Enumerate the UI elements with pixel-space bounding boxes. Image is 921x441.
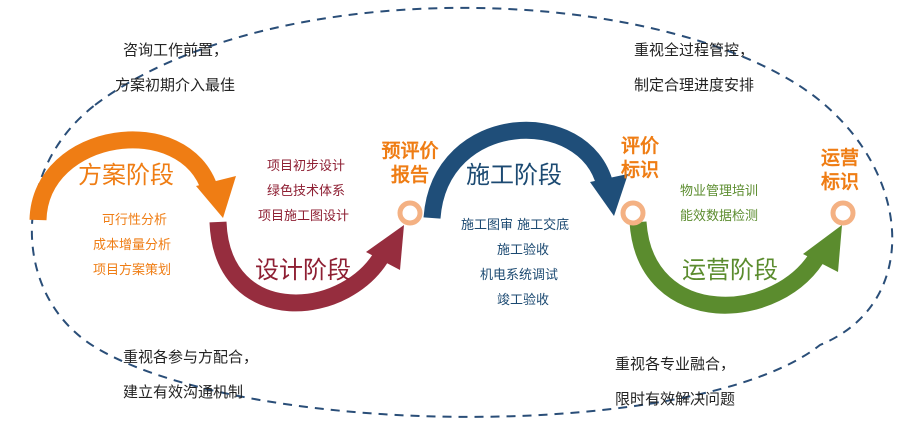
milestone-label-1: 预评价 报告	[370, 140, 450, 188]
phase-arrowhead-4	[803, 225, 842, 272]
phase-label-4: 运营阶段	[682, 256, 778, 284]
phase-4-item-1: 物业管理培训	[680, 184, 759, 199]
note-top-left-line-1: 咨询工作前置，	[123, 41, 229, 59]
phase-4-item-2: 能效数据检测	[680, 209, 759, 224]
milestone-3-line-2: 标识	[820, 170, 859, 193]
milestone-ring-2	[620, 200, 646, 226]
milestone-1-line-2: 报告	[390, 163, 429, 186]
milestone-ring-3	[830, 200, 856, 226]
note-top-left-line-2: 方案初期介入最佳	[115, 76, 236, 94]
phase-3-item-3: 机电系统调试	[480, 268, 559, 283]
note-bottom-right-line-1: 重视各专业融合，	[615, 355, 736, 373]
phase-3-item-2: 施工验收	[497, 243, 550, 258]
milestone-label-3: 运营 标识	[805, 147, 875, 195]
phase-arrow-3	[423, 121, 614, 219]
phase-3-item-4: 竣工验收	[497, 293, 550, 308]
note-bottom-left-line-1: 重视各参与方配合，	[123, 348, 259, 366]
dashed-loop	[30, 6, 894, 418]
milestone-2-line-2: 标识	[620, 158, 659, 181]
phase-arrow-1	[29, 131, 219, 221]
phase-1-item-3: 项目方案策划	[93, 263, 172, 278]
phase-arrowhead-1	[196, 176, 236, 218]
phase-2-item-3: 项目施工图设计	[258, 209, 350, 224]
phase-label-1: 方案阶段	[78, 161, 174, 189]
phase-1-item-2: 成本增量分析	[93, 238, 172, 253]
phase-3-item-1: 施工图审 施工交底	[461, 218, 570, 233]
phase-arrow-4	[629, 221, 828, 314]
note-bottom-left-line-2: 建立有效沟通机制	[123, 383, 244, 401]
milestone-ring-1	[397, 200, 423, 226]
milestone-1-line-1: 预评价	[381, 140, 439, 162]
phase-2-item-1: 项目初步设计	[267, 159, 346, 174]
phase-arrow-2	[209, 221, 393, 312]
phase-label-2: 设计阶段	[255, 256, 351, 284]
milestone-2-line-1: 评价	[620, 135, 659, 157]
milestone-3-line-1: 运营	[820, 147, 859, 169]
note-top-right-line-1: 重视全过程管控，	[634, 41, 755, 59]
phase-arrowhead-2	[366, 225, 404, 270]
note-top-right-line-2: 制定合理进度安排	[634, 76, 755, 94]
milestone-label-2: 评价 标识	[605, 135, 675, 183]
phase-1-item-1: 可行性分析	[102, 213, 168, 228]
phase-arrowhead-3	[590, 174, 628, 216]
note-bottom-right-line-2: 限时有效解决问题	[615, 390, 736, 408]
phase-2-item-2: 绿色技术体系	[267, 184, 346, 199]
phase-label-3: 施工阶段	[466, 161, 562, 189]
